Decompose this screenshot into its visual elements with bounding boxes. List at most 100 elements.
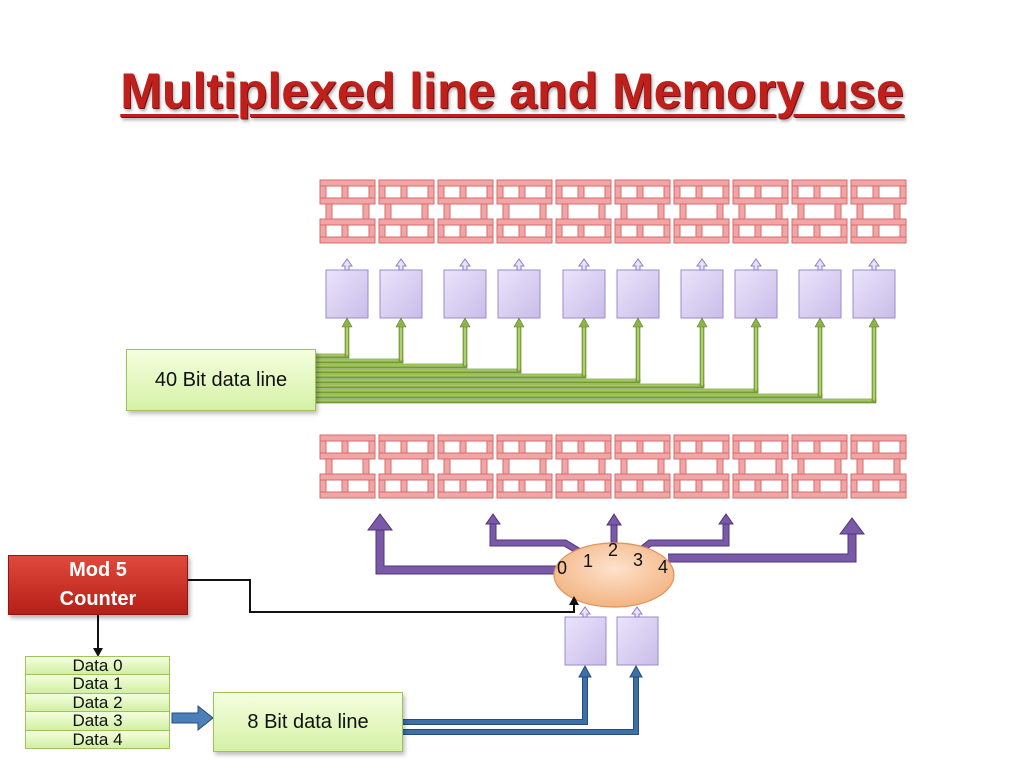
memory-segment-v	[561, 458, 569, 475]
memory-segment-h	[319, 491, 376, 499]
memory-segment-v	[850, 440, 858, 454]
memory-segment-v	[400, 224, 408, 238]
memory-segment-v	[400, 479, 408, 493]
bus-40-vertical-8	[817, 324, 823, 397]
mux-out-4-arrowhead	[839, 517, 865, 535]
mux-out-4	[668, 532, 856, 562]
memory-segment-h	[437, 179, 494, 187]
memory-segment-v	[368, 479, 376, 493]
memory-segment-h	[850, 452, 907, 460]
memory-segment-v	[840, 224, 848, 238]
memory-segment-v	[840, 479, 848, 493]
bottom-register-1-up-arrow	[631, 606, 643, 618]
memory-segment-v	[872, 479, 880, 493]
memory-segment-v	[899, 440, 907, 454]
register-7	[734, 269, 778, 319]
memory-segment-v	[722, 440, 730, 454]
memory-segment-h	[614, 491, 671, 499]
memory-segment-v	[614, 224, 622, 238]
memory-segment-v	[636, 479, 644, 493]
memory-segment-h	[850, 197, 907, 205]
memory-segment-v	[421, 203, 429, 220]
memory-segment-h	[378, 236, 435, 244]
memory-segment-h	[791, 473, 848, 481]
memory-segment-v	[459, 224, 467, 238]
memory-segment-h	[614, 473, 671, 481]
bus-40-vertical-0	[344, 324, 350, 357]
mux-out-0-arrowhead	[367, 513, 393, 531]
memory-segment-v	[545, 479, 553, 493]
memory-segment-h	[437, 236, 494, 244]
memory-segment-v	[400, 440, 408, 454]
bus-8-line-a	[401, 676, 587, 724]
register-6	[680, 269, 724, 319]
memory-segment-h	[496, 179, 553, 187]
bus-8-line-b	[401, 676, 638, 734]
bus-8-arrowhead-a	[578, 664, 592, 678]
memory-segment-h	[732, 434, 789, 442]
bottom-register-1	[616, 616, 659, 666]
memory-segment-v	[813, 479, 821, 493]
memory-segment-v	[872, 224, 880, 238]
memory-segment-v	[754, 440, 762, 454]
memory-segment-v	[775, 458, 783, 475]
memory-segment-h	[791, 491, 848, 499]
bus-40-horizontal-7	[313, 388, 759, 394]
memory-segment-h	[378, 473, 435, 481]
memory-segment-v	[604, 479, 612, 493]
memory-segment-v	[486, 185, 494, 199]
memory-segment-h	[673, 197, 730, 205]
memory-segment-h	[850, 179, 907, 187]
register-3	[497, 269, 541, 319]
memory-segment-v	[754, 224, 762, 238]
memory-segment-v	[561, 203, 569, 220]
memory-bottom-group	[319, 434, 907, 499]
memory-segment-v	[443, 203, 451, 220]
memory-segment-h	[850, 434, 907, 442]
bottom-memory-block-4	[555, 434, 612, 499]
memory-segment-h	[319, 434, 376, 442]
memory-segment-v	[341, 185, 349, 199]
memory-segment-v	[378, 440, 386, 454]
memory-segment-v	[850, 224, 858, 238]
memory-segment-v	[657, 458, 665, 475]
memory-segment-h	[614, 218, 671, 226]
memory-segment-v	[797, 203, 805, 220]
memory-segment-h	[496, 491, 553, 499]
counter-control-arrowhead	[569, 596, 579, 605]
memory-segment-v	[791, 185, 799, 199]
top-memory-block-3	[496, 179, 553, 244]
memory-segment-v	[518, 224, 526, 238]
mux-out-1-arrowhead	[485, 513, 501, 525]
memory-segment-v	[614, 479, 622, 493]
register-8	[798, 269, 842, 319]
memory-segment-h	[555, 434, 612, 442]
memory-segment-h	[791, 179, 848, 187]
memory-segment-v	[443, 458, 451, 475]
memory-segment-h	[496, 197, 553, 205]
mux-out-3-outline	[638, 523, 730, 553]
memory-segment-v	[679, 458, 687, 475]
bus-40-arrowhead-3	[513, 317, 525, 328]
memory-segment-v	[598, 203, 606, 220]
memory-segment-v	[813, 440, 821, 454]
memory-segment-h	[319, 236, 376, 244]
memory-segment-v	[722, 479, 730, 493]
memory-segment-v	[368, 224, 376, 238]
bottom-memory-block-1	[378, 434, 435, 499]
memory-segment-h	[378, 218, 435, 226]
data-item-1: Data 1	[25, 674, 170, 694]
bus-40-horizontal-4	[313, 373, 587, 379]
memory-segment-v	[486, 224, 494, 238]
memory-segment-v	[486, 440, 494, 454]
memory-segment-h	[614, 434, 671, 442]
bus-40-arrowhead-2	[459, 317, 471, 328]
data-stack: Data 0 Data 1 Data 2 Data 3 Data 4	[25, 656, 170, 749]
register-up-arrow-3	[513, 258, 525, 271]
bus-40-arrowhead-0	[341, 317, 353, 328]
memory-segment-v	[496, 440, 504, 454]
memory-segment-v	[325, 458, 333, 475]
memory-segment-v	[480, 458, 488, 475]
register-up-arrow-8	[814, 258, 826, 271]
memory-segment-h	[496, 218, 553, 226]
